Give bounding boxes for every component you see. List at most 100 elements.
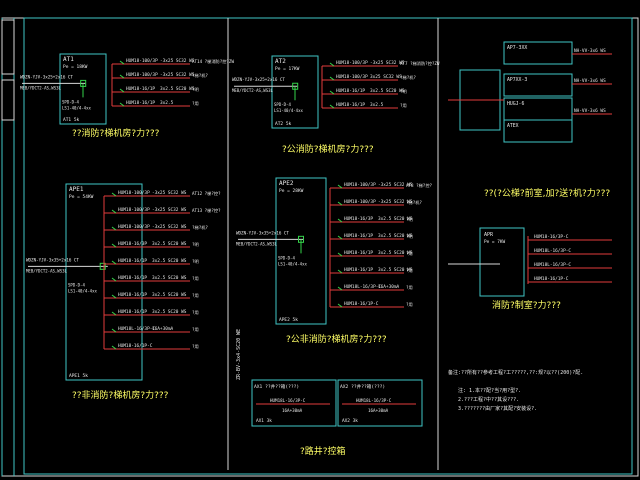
circuit-load-label: AT12 ?梯?控?: [192, 190, 221, 197]
inner-frame: [23, 17, 633, 475]
circuit-load-label: ?用: [192, 276, 199, 282]
breaker-symbol: [337, 269, 343, 274]
spd-label: SPD-D-4: [62, 99, 79, 104]
note-line: 注: 1.本??配?当?用?型?.: [458, 387, 521, 394]
panel-foot: AT2 5k: [275, 121, 292, 127]
circuit-breaker-label: HUM18-16/1P: [336, 88, 365, 94]
circuit-load-label: ?用: [192, 344, 199, 350]
panel-title: ?公非消防?梯机房?力???: [286, 333, 387, 345]
apr-title: 消防?制室?力???: [492, 299, 561, 311]
feed-caption-2: MEB/YDCT2-AS,WS3L: [26, 268, 68, 273]
panel-power: Pe = 28KW: [279, 188, 304, 194]
circuit-cable-label: 16A+30mA: [378, 284, 400, 290]
margin-box-2: [1, 79, 15, 121]
circuit-load-label: ?用: [406, 302, 413, 308]
circuit-breaker-label: HUM18-100/3P: [118, 190, 150, 196]
note-line: 2.???工程?中??其设???.: [458, 396, 519, 403]
feed-caption: WDZN-YJV-3x25+2x16 CT: [232, 77, 285, 82]
circuit-2: HUM18-100/3P-3x25 SC32 WS?梯?机?: [330, 199, 422, 206]
circuit-load-label: ?用: [406, 268, 413, 274]
socket-box-ax1: AX1 ??井??箱(???)HUM18L-16/3P-C16A+30mAAX1…: [251, 379, 337, 427]
circuit-breaker-label: HUM18-16/1P-C: [344, 301, 379, 307]
circuit-breaker-label: HUM18-100/3P: [336, 60, 368, 66]
breaker-symbol: [111, 243, 117, 248]
apr-breaker-label: HUM18-16/3P-C: [534, 234, 569, 240]
circuit-load-label: ?明: [192, 259, 199, 265]
circuit-breaker-label: HUM18-16/1P: [344, 233, 373, 239]
apr-breaker-label: HUM18L-16/3P-C: [534, 262, 571, 268]
breaker-symbol: [111, 277, 117, 282]
circuit-breaker-label: HUM18-16/1P: [344, 250, 373, 256]
circuit-cable-label: -3x25 SC32 WS: [378, 182, 413, 188]
circuit-cable-label: 3x2.5 SC20 WS: [378, 250, 413, 256]
circuit-cable-label: -3x25 SC32 WS: [152, 190, 187, 196]
circuit-breaker-label: HUM18-100/3P: [344, 199, 376, 205]
circuit-2: HUM18-100/3P-3x25 SC32 WS?梯?机?: [112, 72, 208, 79]
circuit-breaker-label: HUM18-16/3P: [118, 241, 147, 247]
apr-breaker-label: HUM18L-16/3P-C: [534, 248, 571, 254]
socket-box: [337, 379, 423, 427]
panel-box: [65, 183, 143, 381]
circuit-breaker-label: HUM18-100/3P: [344, 182, 376, 188]
fan-panel-box: [503, 73, 573, 97]
circuit-load-label: AT8 ?梯?控?: [406, 182, 433, 189]
feed-caption: WDZN-YJV-3x35+2x16 CT: [236, 230, 289, 235]
panel-title: ??非消防?梯机房?力???: [72, 389, 169, 401]
breaker-symbol: [337, 303, 343, 308]
circuit-cable-label: 3x2.5 SC20 WS: [152, 241, 187, 247]
panel-id: AT2: [275, 58, 286, 65]
fan-panel-id: AP7-3XX: [507, 45, 527, 51]
breaker-symbol: [337, 286, 343, 291]
circuit-breaker-label: HUM18-16/3P: [344, 216, 373, 222]
feed-caption-2: MEB/YDCT2-AS,WS3L: [232, 88, 274, 93]
note-line: 3.???????由厂家?其配?安装设?.: [458, 405, 537, 412]
circuit-load-label: ?梯?机?: [406, 199, 422, 206]
breaker-symbol: [329, 76, 335, 81]
circuit-breaker-label: HUM18-16/1P: [344, 267, 373, 273]
feed-caption: WDZN-YJV-3x35+2x16 CT: [26, 257, 79, 262]
apr-id: APR: [484, 232, 494, 238]
breaker-symbol: [111, 328, 117, 333]
spd-label: SPD-D-4: [274, 102, 291, 107]
circuit-load-label: ?梯?机?: [192, 224, 208, 231]
circuit-cable-label: 3x2.5 SC20 WS: [160, 86, 195, 92]
breaker-symbol: [119, 60, 125, 65]
circuit-10: HUM18-16/1P-C?用: [104, 343, 199, 350]
breaker-symbol: [329, 104, 335, 109]
circuit-cable-label: 3x25 SC32 WS: [370, 74, 402, 80]
circuit-cable-label: 16A+30mA: [152, 326, 174, 332]
circuit-breaker-label: HUM18-16/1P: [118, 292, 147, 298]
socket-box-ax2: AX2 ??井??箱(???)HUM18L-16/3P-C16A+30mAAX2…: [337, 379, 423, 427]
circuit-cable-label: 3x2.5 SC20 WS: [370, 88, 405, 94]
fan-panel-box: [503, 41, 573, 65]
circuit-breaker-label: HUM18-16/1P: [118, 258, 147, 264]
circuit-load-label: AT7 ?梯消防?控?ZW: [400, 60, 440, 67]
breaker-symbol: [337, 184, 343, 189]
circuit-load-label: ?用: [192, 293, 199, 299]
panel-box: [271, 55, 319, 129]
circuit-breaker-label: HUM18-16/1P: [118, 309, 147, 315]
circuit-cable-label: -3x25 SC32 WS: [160, 72, 195, 78]
circuit-load-label: AT14 ?梯消防?控?ZW: [192, 58, 234, 65]
vertical-caption: ZR-BV-3x4-SC20 WE: [236, 329, 242, 380]
circuit-8: HUM18-16/1P-C ?用: [330, 301, 413, 308]
socket-box-head: AX1 ??井??箱(???): [254, 383, 299, 390]
socket-rating: 16A+30mA: [368, 408, 389, 413]
circuit-load-label: ?梯?机?: [192, 72, 208, 79]
panel-power: Pe = 17KW: [275, 66, 300, 72]
spd-rating: LS1-40/4-4xx: [274, 108, 303, 113]
circuit-breaker-label: HUM18-100/3P: [126, 58, 158, 64]
